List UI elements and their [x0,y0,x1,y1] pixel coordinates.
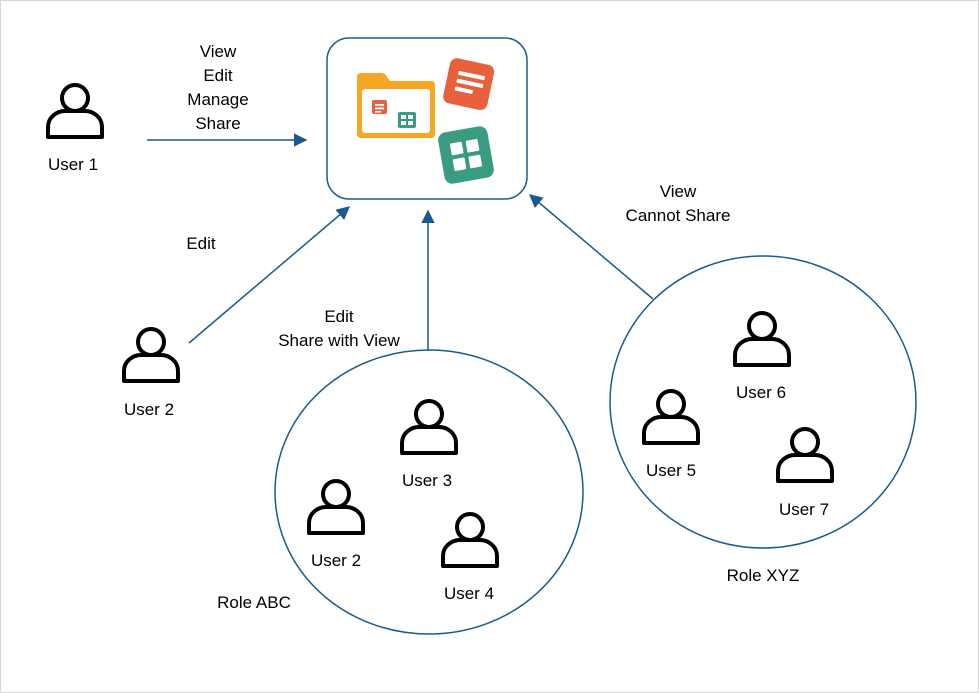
role-xyz-permission-view: View [660,182,697,201]
role-xyz-group [609,255,917,549]
role-abc-label: Role ABC [217,593,291,612]
role-abc-group [274,349,584,635]
user2-label: User 2 [124,400,174,419]
user2-person-icon [122,327,180,383]
role-xyz-permission-cannot-share: Cannot Share [626,206,731,225]
role-abc-user4-person-icon [441,512,499,568]
role-xyz-user5-label: User 5 [646,461,696,480]
role-abc-user3-person-icon [400,399,458,455]
role-abc-user4-label: User 4 [444,584,494,603]
user1-permission-share: Share [195,114,240,133]
arrow-user2 [188,206,351,344]
role-abc-permission-share-with-view: Share with View [278,331,400,350]
role-xyz-user5-person-icon [642,389,700,445]
user1-permission-edit: Edit [203,66,233,85]
role-abc-user2-label: User 2 [311,551,361,570]
user1-permission-view: View [200,42,237,61]
role-xyz-user6-person-icon [733,311,791,367]
user2-permission-edit: Edit [186,234,216,253]
folder-icon [357,73,435,138]
user1-person-icon [46,83,104,139]
role-xyz-user6-label: User 6 [736,383,786,402]
user1-permission-manage: Manage [187,90,248,109]
role-xyz-user7-person-icon [776,427,834,483]
role-xyz-label: Role XYZ [727,566,800,585]
role-abc-user3-label: User 3 [402,471,452,490]
document-icon [443,58,495,110]
arrow-role-xyz [528,194,654,300]
role-abc-permission-edit: Edit [324,307,354,326]
role-abc-user2-person-icon [307,479,365,535]
grid-app-icon [438,126,494,184]
user1-label: User 1 [48,155,98,174]
role-xyz-user7-label: User 7 [779,500,829,519]
